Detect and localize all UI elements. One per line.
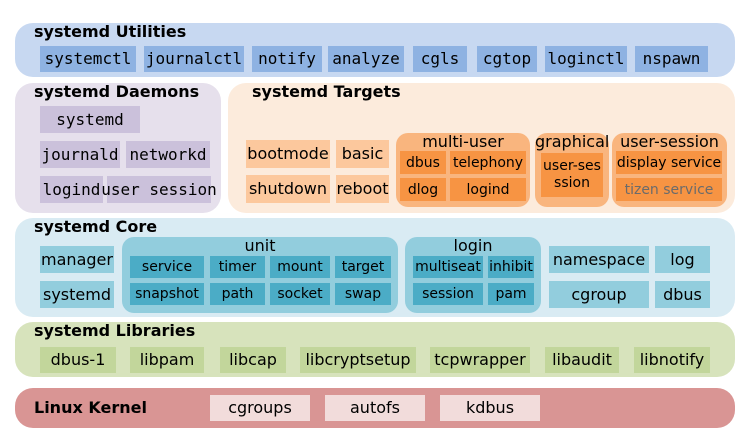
target-dlog: dlog (400, 178, 446, 201)
login-pam: pam (488, 283, 534, 305)
daemon-logind: logind (40, 176, 103, 203)
core-log: log (655, 246, 710, 273)
kernel-kdbus: kdbus (440, 395, 540, 421)
target-logind: logind (450, 178, 526, 201)
kernel-cgroups: cgroups (210, 395, 310, 421)
target-telephony: telephony (450, 151, 526, 174)
util-nspawn: nspawn (635, 46, 708, 72)
target-tizen-service: tizen service (616, 178, 722, 201)
util-cgtop: cgtop (477, 46, 537, 72)
multi-user-title: multi-user (422, 132, 504, 151)
util-systemctl: systemctl (40, 46, 136, 72)
lib-libcryptsetup: libcryptsetup (300, 347, 416, 373)
core-dbus: dbus (655, 281, 710, 308)
unit-target: target (335, 256, 391, 278)
login-inhibit: inhibit (488, 256, 534, 278)
daemon-journald: journald (40, 141, 120, 168)
login-multiseat: multiseat (413, 256, 483, 278)
kernel-autofs: autofs (325, 395, 425, 421)
target-user-sesssion-label: user-sesssion (543, 158, 601, 191)
target-reboot: reboot (336, 175, 389, 203)
unit-service: service (130, 256, 204, 278)
lib-libnotify: libnotify (634, 347, 710, 373)
user-session-title: user-session (620, 132, 719, 151)
target-display-service: display service (616, 151, 722, 174)
login-session: session (413, 283, 483, 305)
unit-timer: timer (210, 256, 265, 278)
util-notify: notify (252, 46, 322, 72)
lib-libaudit: libaudit (545, 347, 619, 373)
lib-libpam: libpam (130, 347, 204, 373)
core-manager: manager (40, 246, 114, 273)
unit-title: unit (244, 236, 276, 255)
target-bootmode: bootmode (246, 140, 330, 168)
targets-title: systemd Targets (252, 82, 401, 101)
target-dbus: dbus (400, 151, 446, 174)
unit-path: path (210, 283, 265, 305)
core-namespace: namespace (549, 246, 649, 273)
target-user-sesssion: user-sesssion (541, 153, 603, 197)
core-cgroup: cgroup (549, 281, 649, 308)
lib-libcap: libcap (220, 347, 286, 373)
login-title: login (453, 236, 493, 255)
target-shutdown: shutdown (246, 175, 330, 203)
unit-swap: swap (335, 283, 391, 305)
libraries-title: systemd Libraries (34, 321, 196, 340)
util-cgls: cgls (413, 46, 467, 72)
daemon-networkd: networkd (126, 141, 210, 168)
graphical-title: graphical (535, 132, 610, 151)
lib-tcpwrapper: tcpwrapper (430, 347, 530, 373)
daemon-systemd: systemd (40, 106, 140, 133)
lib-dbus-1: dbus-1 (40, 347, 116, 373)
kernel-title: Linux Kernel (34, 398, 147, 417)
core-title: systemd Core (34, 217, 158, 236)
daemons-title: systemd Daemons (34, 82, 200, 101)
utilities-title: systemd Utilities (34, 22, 187, 41)
daemon-user-session: user session (101, 176, 217, 203)
util-journalctl: journalctl (144, 46, 244, 72)
core-systemd: systemd (40, 281, 114, 308)
unit-snapshot: snapshot (130, 283, 204, 305)
unit-socket: socket (270, 283, 330, 305)
target-basic: basic (336, 140, 389, 168)
util-loginctl: loginctl (545, 46, 627, 72)
unit-mount: mount (270, 256, 330, 278)
util-analyze: analyze (328, 46, 404, 72)
